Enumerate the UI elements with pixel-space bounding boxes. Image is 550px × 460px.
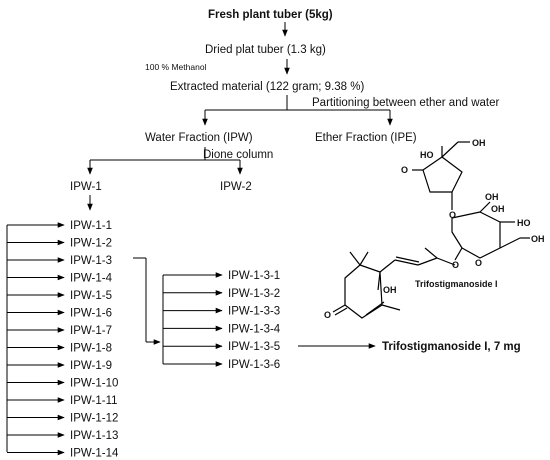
fraction-label: IPW-1-8	[70, 343, 112, 355]
subfraction-label: IPW-1-3-1	[228, 270, 280, 282]
molecule-name: Trifostigmanoside I	[415, 279, 498, 289]
fraction-label: IPW-1-2	[70, 238, 112, 250]
step-methanol: 100 % Methanol	[145, 62, 207, 72]
fraction-label: IPW-1-3	[70, 255, 112, 267]
water-fraction: Water Fraction (IPW)	[145, 132, 253, 144]
svg-text:OH: OH	[485, 192, 499, 202]
subfraction-label: IPW-1-3-6	[228, 359, 280, 371]
svg-text:O: O	[401, 165, 408, 175]
fraction-label: IPW-1-13	[70, 430, 118, 442]
step-dried-tuber: Dried plat tuber (1.3 kg)	[205, 44, 326, 56]
step-dione: Dione column	[203, 149, 273, 161]
ether-fraction: Ether Fraction (IPE)	[315, 132, 417, 144]
subfraction-label: IPW-1-3-5	[228, 341, 280, 353]
fraction-label: IPW-1-4	[70, 273, 113, 285]
result-compound: Trifostigmanoside I, 7 mg	[382, 341, 521, 353]
fraction-label: IPW-1-9	[70, 360, 112, 372]
ipw2-label: IPW-2	[220, 181, 252, 193]
pyranose-ring	[451, 211, 501, 259]
fraction-label: IPW-1-11	[70, 395, 118, 407]
trifostigmanoside-structure: HO OH O O OH HO OH O OH OH O O Trifostig…	[324, 138, 545, 320]
fraction-label: IPW-1-12	[70, 413, 118, 425]
subfraction-label: IPW-1-3-2	[228, 288, 280, 300]
ipw13-fraction-list: IPW-1-3-1IPW-1-3-2IPW-1-3-3IPW-1-3-4IPW-…	[163, 270, 281, 371]
svg-text:OH: OH	[472, 138, 486, 148]
fraction-label: IPW-1-14	[70, 448, 119, 460]
step-fresh-tuber: Fresh plant tuber (5kg)	[208, 9, 333, 21]
svg-text:O: O	[475, 258, 482, 268]
fraction-label: IPW-1-10	[70, 378, 118, 390]
fraction-label: IPW-1-1	[70, 220, 112, 232]
fraction-label: IPW-1-5	[70, 290, 112, 302]
ipw1-label: IPW-1	[70, 181, 102, 193]
svg-text:O: O	[452, 260, 459, 270]
step-extracted: Extracted material (122 gram; 9.38 %)	[170, 81, 364, 93]
subfraction-label: IPW-1-3-4	[228, 323, 281, 335]
fraction-label: IPW-1-6	[70, 308, 112, 320]
svg-text:HO: HO	[420, 150, 434, 160]
furanose-ring	[422, 156, 463, 193]
step-partition: Partitioning between ether and water	[312, 97, 499, 109]
svg-text:OH: OH	[383, 285, 397, 295]
ipw1-fraction-list: IPW-1-1IPW-1-2IPW-1-3IPW-1-4IPW-1-5IPW-1…	[7, 220, 119, 460]
cyclohexenone-ring	[344, 264, 383, 319]
svg-text:O: O	[449, 210, 456, 220]
svg-text:OH: OH	[491, 204, 505, 214]
fraction-label: IPW-1-7	[70, 325, 112, 337]
svg-text:HO: HO	[517, 218, 531, 228]
subfraction-label: IPW-1-3-3	[228, 306, 280, 318]
svg-text:O: O	[324, 310, 331, 320]
svg-text:OH: OH	[531, 234, 545, 244]
